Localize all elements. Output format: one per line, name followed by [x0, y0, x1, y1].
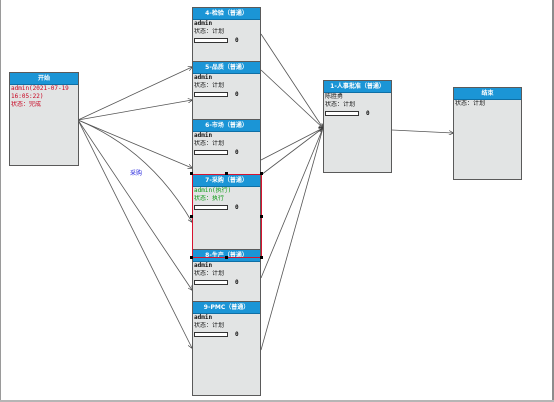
node-pmc-progress: 0 — [193, 330, 260, 339]
selection-handle[interactable] — [190, 172, 193, 175]
node-pinzhi-status: 状态：计划 — [194, 82, 225, 89]
node-renshi-progress: 0 — [324, 109, 391, 118]
edge-shichang-renshi[interactable] — [260, 128, 323, 161]
node-shichang[interactable]: 6-市场（普通） admin 状态：计划 0 — [192, 119, 261, 181]
node-caigou-progress: 0 — [193, 203, 260, 212]
node-shichang-count: 0 — [235, 149, 239, 156]
node-shichang-progress: 0 — [193, 148, 260, 157]
node-end[interactable]: 结束 状态：计划 — [453, 87, 522, 180]
edge-start-pmc[interactable] — [77, 119, 192, 348]
node-shengchan-status: 状态：计划 — [194, 270, 225, 277]
node-caigou-count: 0 — [235, 204, 239, 211]
node-caigou-title: 7-采购（普通） — [193, 175, 260, 187]
edge-start-shichang[interactable] — [77, 119, 192, 168]
edge-start-caigou[interactable] — [77, 119, 192, 222]
node-pmc-status: 状态：计划 — [194, 322, 225, 329]
node-pmc-count: 0 — [235, 331, 239, 338]
node-pinzhi-progress: 0 — [193, 90, 260, 99]
node-renshi-count: 0 — [366, 110, 370, 117]
selection-handle[interactable] — [260, 172, 263, 175]
node-caigou-status: 状态：执行 — [194, 195, 225, 202]
node-renshi[interactable]: 1-人事批准（普通） 陈胜勇 状态：计划 0 — [323, 80, 392, 173]
selection-handle[interactable] — [190, 215, 193, 218]
edge-jianyan-renshi[interactable] — [260, 33, 323, 128]
node-end-status: 状态：计划 — [455, 100, 486, 107]
node-caigou-user: admin(执行) — [194, 187, 232, 194]
node-pinzhi-title: 5-品质（普通） — [193, 62, 260, 74]
node-renshi-status: 状态：计划 — [325, 101, 356, 108]
node-shichang-status: 状态：计划 — [194, 140, 225, 147]
selection-handle[interactable] — [260, 256, 263, 259]
node-jianyan-user: admin — [194, 20, 213, 27]
node-start-title: 开始 — [10, 73, 78, 85]
selection-handle[interactable] — [225, 256, 228, 259]
edge-start-pinzhi[interactable] — [77, 100, 192, 121]
progress-bar — [325, 111, 359, 116]
node-end-title: 结束 — [454, 88, 521, 100]
progress-bar — [194, 332, 228, 337]
edge-caigou-renshi[interactable] — [260, 128, 323, 176]
node-pmc-user: admin — [194, 314, 213, 321]
node-shichang-title: 6-市场（普通） — [193, 120, 260, 132]
node-jianyan-progress: 0 — [193, 36, 260, 45]
edge-shengchan-renshi[interactable] — [260, 128, 323, 279]
frame-border-right — [552, 0, 554, 402]
node-caigou[interactable]: 7-采购（普通） admin(执行) 状态：执行 0 — [192, 174, 261, 258]
node-renshi-title: 1-人事批准（普通） — [324, 81, 391, 93]
progress-bar — [194, 38, 228, 43]
edge-renshi-end[interactable] — [391, 129, 453, 133]
edge-pmc-renshi[interactable] — [260, 128, 323, 351]
edge-pinzhi-renshi[interactable] — [260, 69, 323, 128]
selection-handle[interactable] — [225, 172, 228, 175]
edge-start-shengchan[interactable] — [77, 119, 192, 290]
node-renshi-user: 陈胜勇 — [325, 93, 344, 100]
node-jianyan-title: 4-检验（普通） — [193, 8, 260, 20]
node-shengchan[interactable]: 8-生产（普通） admin 状态：计划 0 — [192, 249, 261, 311]
node-shengchan-progress: 0 — [193, 278, 260, 287]
node-pinzhi-user: admin — [194, 74, 213, 81]
node-pmc[interactable]: 9-PMC（普通） admin 状态：计划 0 — [192, 301, 261, 396]
node-jianyan-count: 0 — [235, 37, 239, 44]
node-start-status: 状态：完成 — [11, 101, 42, 108]
node-start[interactable]: 开始 admin(2021-07-19 16:05:22) 状态：完成 — [9, 72, 79, 166]
node-jianyan[interactable]: 4-检验（普通） admin 状态：计划 0 — [192, 7, 261, 69]
progress-bar — [194, 280, 228, 285]
node-start-line-2: 16:05:22) — [11, 93, 44, 100]
node-shichang-user: admin — [194, 132, 213, 139]
node-pmc-title: 9-PMC（普通） — [193, 302, 260, 314]
progress-bar — [194, 205, 228, 210]
selection-handle[interactable] — [190, 256, 193, 259]
frame-border-bottom — [0, 400, 554, 402]
node-shengchan-user: admin — [194, 262, 213, 269]
node-pinzhi-count: 0 — [235, 91, 239, 98]
node-jianyan-status: 状态：计划 — [194, 28, 225, 35]
edge-start-jianyan[interactable] — [77, 67, 192, 121]
selection-handle[interactable] — [260, 215, 263, 218]
progress-bar — [194, 92, 228, 97]
node-pinzhi[interactable]: 5-品质（普通） admin 状态：计划 0 — [192, 61, 261, 123]
progress-bar — [194, 150, 228, 155]
edge-label-caigou[interactable]: 采购 — [130, 170, 143, 177]
frame-border-left — [0, 0, 1, 402]
node-shengchan-count: 0 — [235, 279, 239, 286]
node-start-line-1: admin(2021-07-19 — [11, 85, 69, 92]
